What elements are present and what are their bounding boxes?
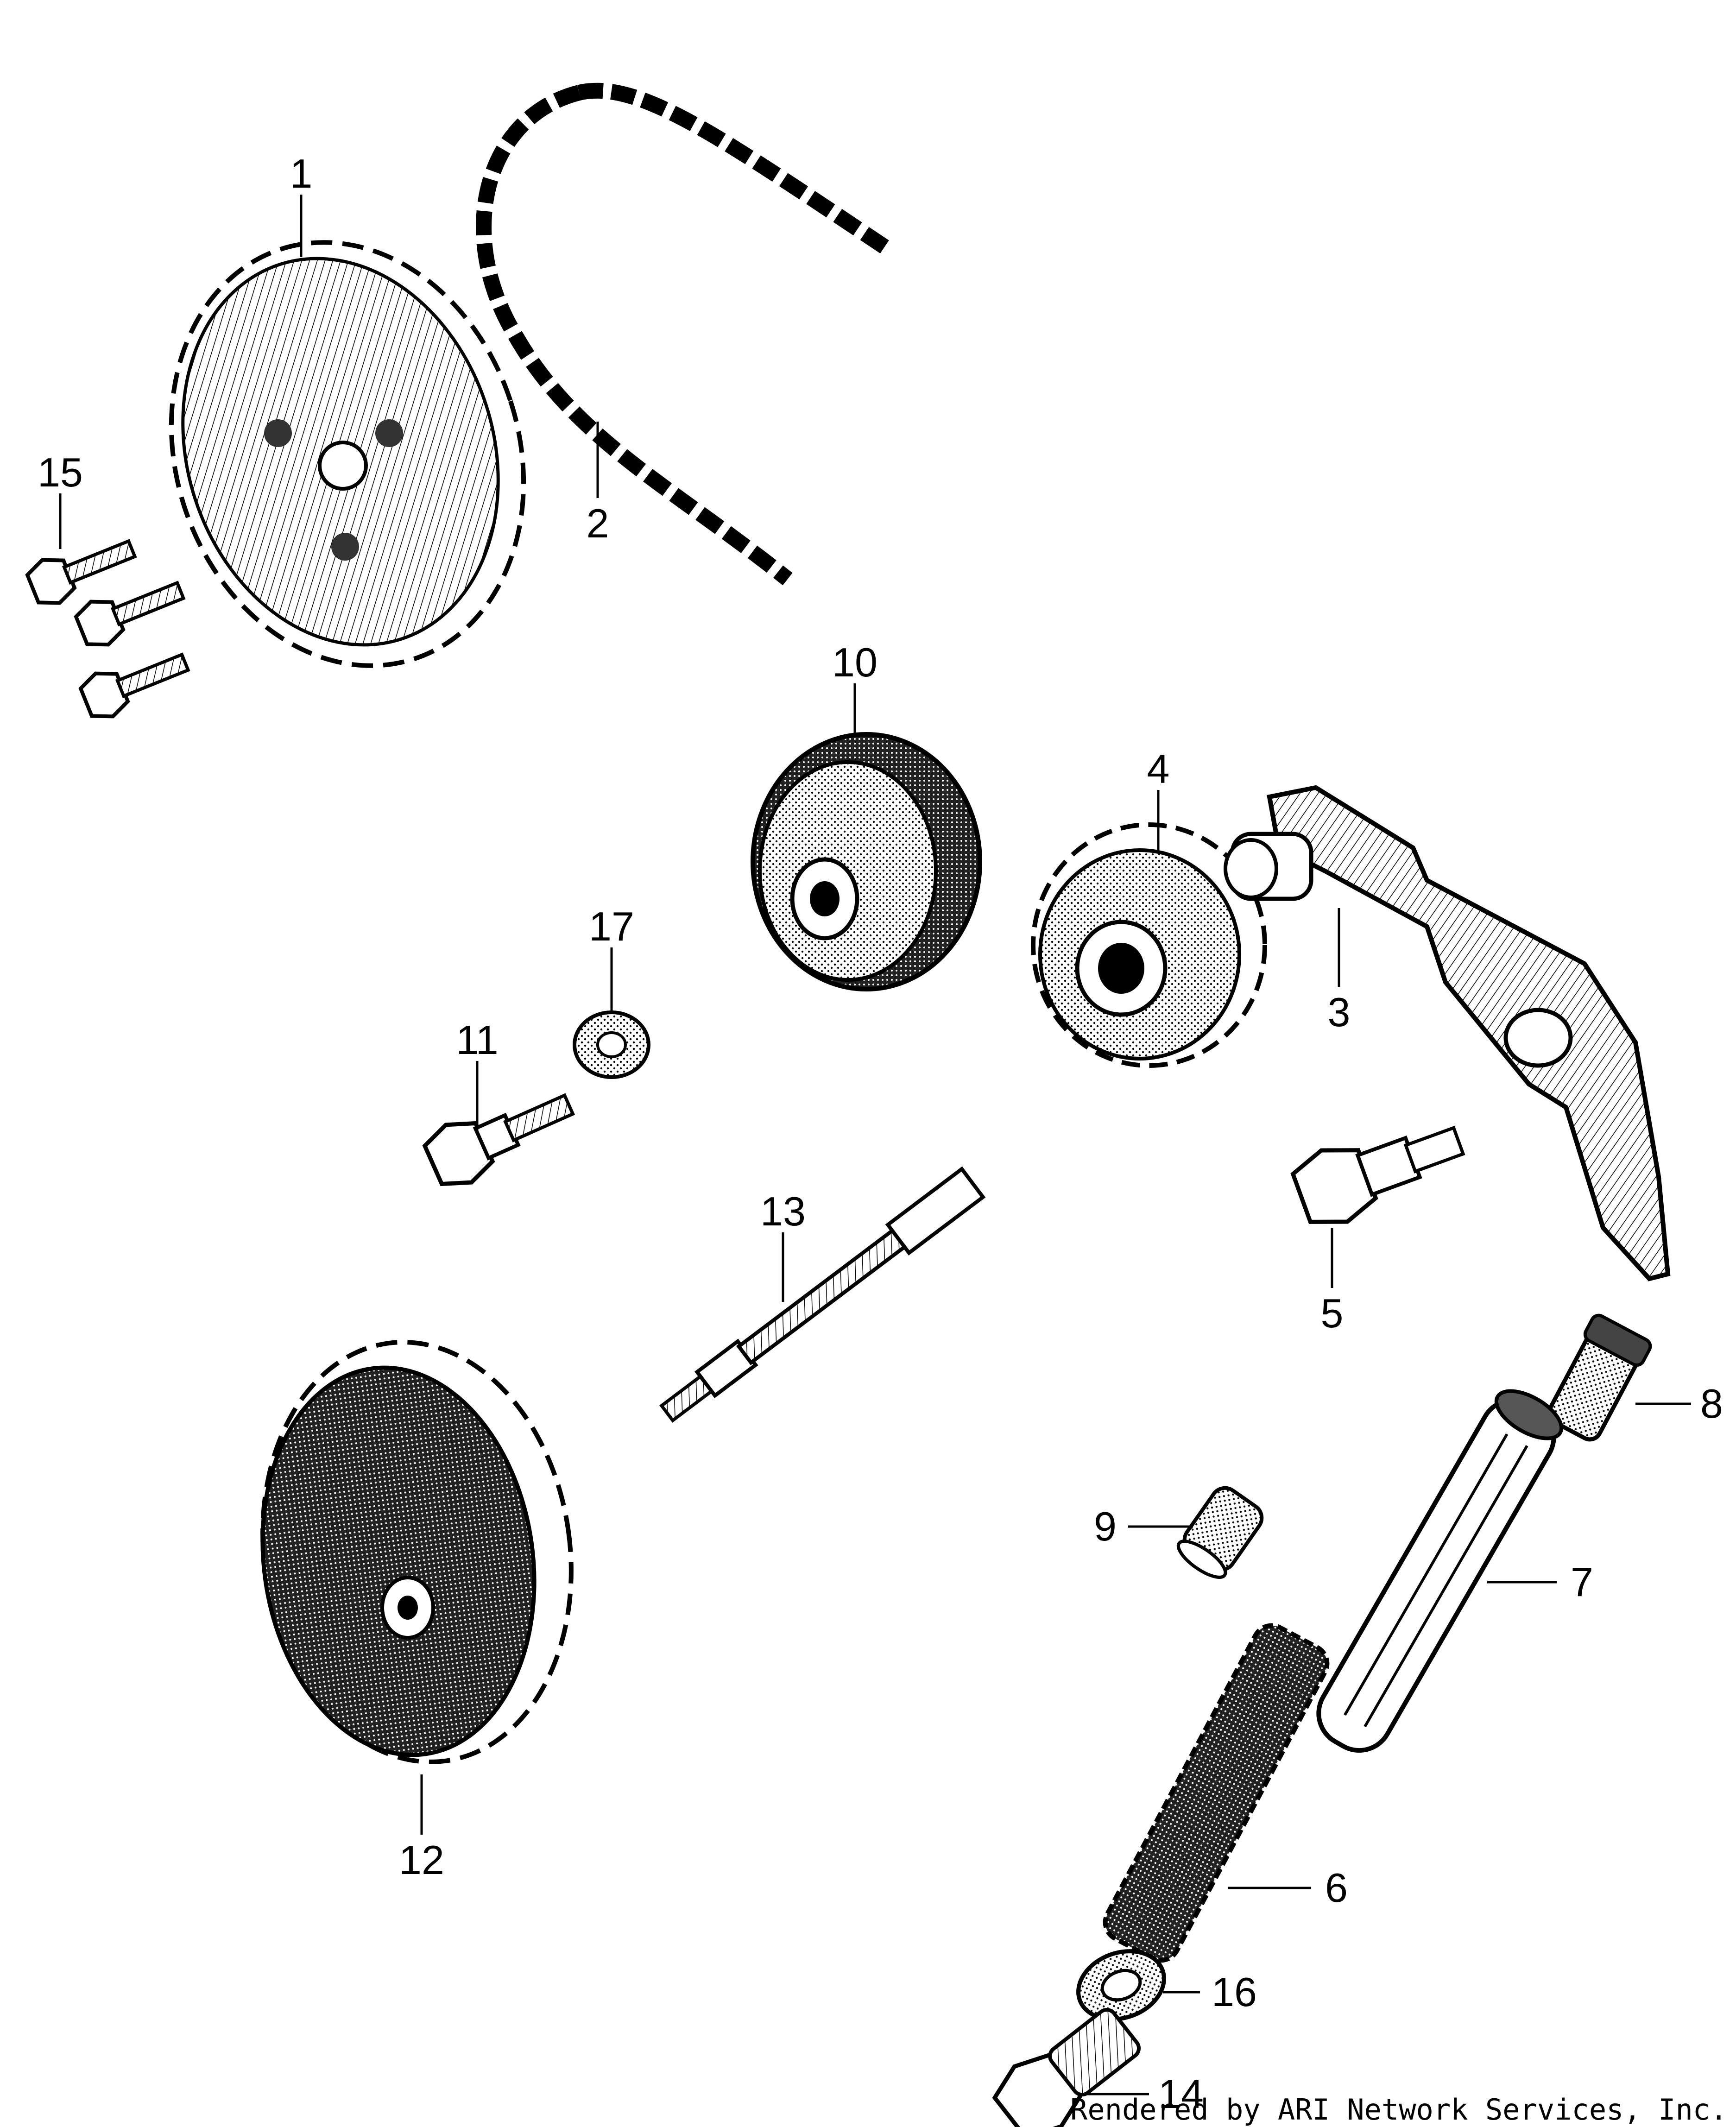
- washer-16-shape: [1076, 1949, 1166, 2021]
- roller-10-shape: [751, 732, 982, 991]
- part-label-2: 2: [587, 500, 609, 546]
- chain-2-shape: [476, 82, 894, 586]
- tensioner-arm-3-shape: [1224, 785, 1671, 1281]
- spring-6-shape: [1103, 1623, 1330, 1963]
- bolt-11-shape: [422, 1093, 575, 1187]
- render-credit: Rendered by ARI Network Services, Inc.: [1070, 2093, 1727, 2127]
- leader-lines: [59, 195, 1691, 2095]
- tensioner-sprocket-4-shape: [1031, 822, 1267, 1068]
- washer-17-shape: [573, 1010, 650, 1079]
- part-label-7: 7: [1571, 1559, 1593, 1605]
- part-label-1: 1: [290, 151, 313, 196]
- bolt-14-shape: [992, 2008, 1141, 2127]
- part-label-10: 10: [832, 639, 877, 685]
- part-label-13: 13: [760, 1188, 806, 1234]
- part-label-9: 9: [1094, 1503, 1117, 1549]
- bolts-15-shape: [25, 539, 190, 719]
- part-label-12: 12: [399, 1837, 444, 1883]
- part-label-17: 17: [589, 903, 634, 949]
- plug-8-shape: [1547, 1313, 1652, 1442]
- part-label-11: 11: [456, 1017, 498, 1063]
- sprocket-1-shape: [169, 240, 526, 668]
- shaft-13-shape: [659, 1166, 986, 1423]
- sprocket-12-shape: [260, 1340, 574, 1764]
- part-label-8: 8: [1700, 1381, 1723, 1426]
- part-label-14: 14: [1158, 2071, 1204, 2117]
- part-label-5: 5: [1321, 1290, 1344, 1336]
- part-label-6: 6: [1325, 1865, 1348, 1911]
- pivot-bolt-5-shape: [1290, 1125, 1465, 1224]
- part-label-16: 16: [1212, 1969, 1257, 2015]
- tube-7-shape: [1316, 1389, 1564, 1753]
- part-label-3: 3: [1328, 989, 1351, 1035]
- part-label-15: 15: [38, 449, 83, 495]
- cap-9-shape: [1176, 1486, 1264, 1579]
- part-label-4: 4: [1147, 746, 1170, 792]
